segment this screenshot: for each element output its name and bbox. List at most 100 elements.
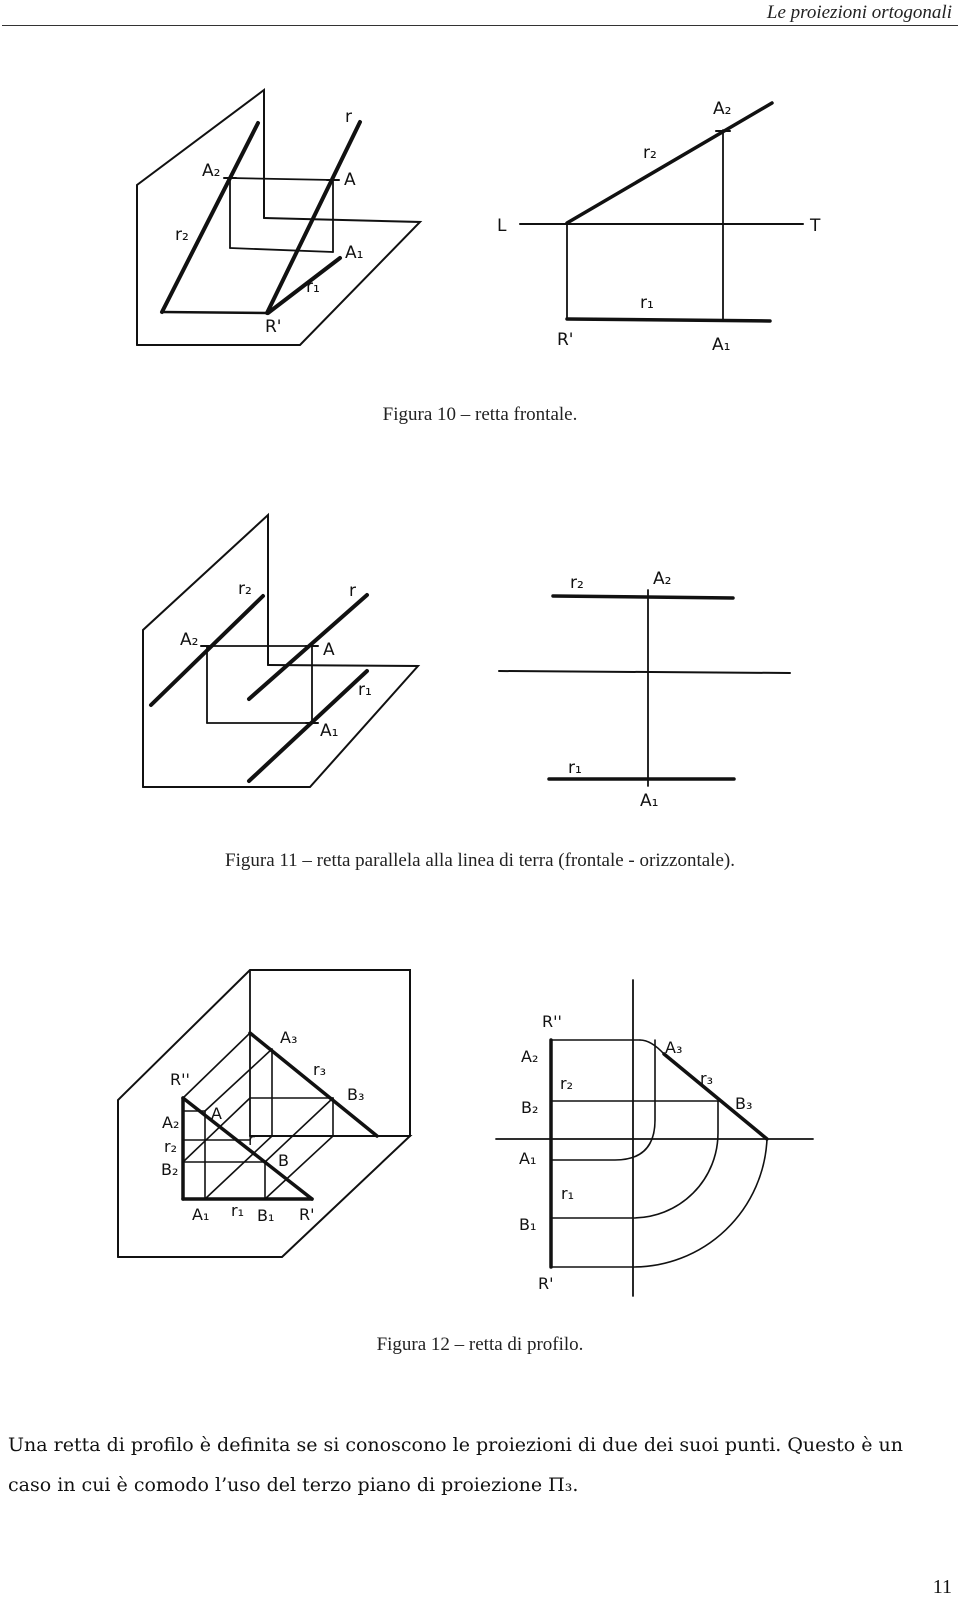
label-r1: r₁ xyxy=(231,1201,244,1220)
label-a2: A₂ xyxy=(180,630,198,650)
horizontal-plane-outline xyxy=(117,1135,413,1258)
label-r-prime: R' xyxy=(265,317,282,337)
horizontal-plane-outline xyxy=(136,217,423,346)
body-paragraph: Una retta di profilo è definita se si co… xyxy=(8,1425,956,1505)
figure-10-perspective-labels: r A₂ A r₂ A₁ r₁ R' xyxy=(175,107,363,337)
label-r: r xyxy=(345,107,352,127)
label-a2: A₂ xyxy=(162,1113,179,1132)
label-a1-ortho: A₁ xyxy=(519,1149,536,1168)
label-r-double-prime: R'' xyxy=(170,1070,190,1089)
figure-10-orthographic xyxy=(519,101,804,323)
arc-b xyxy=(550,1100,719,1219)
label-b3: B₃ xyxy=(347,1085,364,1104)
label-r-prime-ortho: R' xyxy=(557,330,574,350)
label-a1-ortho: A₁ xyxy=(712,335,730,355)
label-t: T xyxy=(809,216,821,236)
line-r xyxy=(265,120,362,315)
label-r1-ortho: r₁ xyxy=(561,1184,574,1203)
label-b2-ortho: B₂ xyxy=(521,1098,538,1117)
page-header: Le proiezioni ortogonali xyxy=(0,0,960,26)
label-a: A xyxy=(344,170,356,190)
conn-b2 xyxy=(182,1097,251,1163)
conn-a-a3 xyxy=(204,1048,273,1112)
label-b1-ortho: B₁ xyxy=(519,1215,536,1234)
figure-10-perspective xyxy=(136,88,423,346)
line-r1 xyxy=(247,669,369,783)
label-a3-ortho: A₃ xyxy=(665,1038,682,1057)
header-rule xyxy=(2,25,958,26)
label-r2: r₂ xyxy=(164,1137,177,1156)
label-r-prime-ortho: R' xyxy=(538,1274,554,1293)
conn-r2-top xyxy=(182,1032,251,1099)
arc-a xyxy=(550,1039,656,1161)
label-a1: A₁ xyxy=(345,243,363,263)
label-a2-ortho: A₂ xyxy=(521,1047,538,1066)
arc-r xyxy=(550,1138,768,1268)
label-r1-ortho: r₁ xyxy=(568,758,582,778)
label-r-prime: R' xyxy=(299,1205,315,1224)
figure-12: A₃ r₃ B₃ R'' A A₂ r₂ r B B₂ A₁ r₁ B₁ R' … xyxy=(117,969,814,1297)
figure-11-perspective-labels: r₂ r A₂ A r₁ A₁ xyxy=(180,579,372,741)
figure-11-orthographic-labels: r₂ A₂ r₁ A₁ xyxy=(568,569,671,811)
label-l: L xyxy=(497,216,507,236)
figure-12-orthographic xyxy=(495,979,814,1297)
figure-11: r₂ r A₂ A r₁ A₁ r₂ A₂ r₁ A₁ xyxy=(142,512,791,811)
label-r-double-prime-ortho: R'' xyxy=(542,1012,562,1031)
label-a1: A₁ xyxy=(320,721,338,741)
label-r3: r₃ xyxy=(313,1060,326,1079)
figure-10-caption: Figura 10 – retta frontale. xyxy=(382,404,578,425)
label-a2-ortho: A₂ xyxy=(653,569,671,589)
vertical-plane-outline xyxy=(142,512,269,788)
figure-12-caption: Figura 12 – retta di profilo. xyxy=(376,1334,584,1355)
horizontal-plane-outline xyxy=(142,664,421,788)
conn-b1 xyxy=(264,1135,334,1200)
trace-line xyxy=(160,310,270,315)
label-b2: B₂ xyxy=(161,1160,178,1179)
figure-11-caption: Figura 11 – retta parallela alla linea d… xyxy=(225,850,735,871)
ground-line xyxy=(498,670,791,674)
line-r2-proj xyxy=(565,101,774,225)
vertical-plane-outline xyxy=(136,88,265,346)
page-number: 11 xyxy=(932,1576,952,1598)
label-r2: r₂ xyxy=(238,579,252,599)
label-r1: r₁ xyxy=(358,680,372,700)
figure-10-orthographic-labels: A₂ r₂ L T r₁ R' A₁ xyxy=(497,99,821,355)
figure-11-orthographic xyxy=(498,589,791,787)
label-r: r xyxy=(349,581,356,601)
label-a1: A₁ xyxy=(192,1205,209,1224)
label-r3-ortho: r₃ xyxy=(700,1069,713,1088)
paragraph-line-2: caso in cui è comodo l’uso del terzo pia… xyxy=(8,1474,579,1496)
line-r3-proj xyxy=(662,1052,769,1141)
label-a: A xyxy=(211,1104,222,1123)
conn-b-b3 xyxy=(264,1097,334,1163)
label-b1: B₁ xyxy=(257,1206,274,1225)
label-r2: r₂ xyxy=(175,225,189,245)
label-r1-ortho: r₁ xyxy=(640,293,654,313)
header-title: Le proiezioni ortogonali xyxy=(766,2,952,23)
figure-11-perspective xyxy=(142,512,421,788)
line-r1 xyxy=(266,256,342,315)
label-b3-ortho: B₃ xyxy=(735,1094,752,1113)
label-r2-ortho: r₂ xyxy=(570,573,584,593)
figure-10: r A₂ A r₂ A₁ r₁ R' A₂ r₂ L T r₁ R' A₁ xyxy=(136,88,821,355)
proj-a1-base xyxy=(229,247,334,253)
label-b: B xyxy=(278,1151,289,1170)
label-a2: A₂ xyxy=(202,161,220,181)
label-r2-ortho: r₂ xyxy=(643,143,657,163)
paragraph-line-1: Una retta di profilo è definita se si co… xyxy=(8,1434,904,1456)
label-r2-ortho: r₂ xyxy=(560,1074,573,1093)
line-r2 xyxy=(160,121,260,314)
label-a: A xyxy=(323,640,335,660)
conn-a1 xyxy=(204,1135,273,1200)
figure-12-perspective-labels: A₃ r₃ B₃ R'' A A₂ r₂ r B B₂ A₁ r₁ B₁ R' xyxy=(161,1028,364,1225)
line-r2-proj xyxy=(551,594,735,600)
label-a1-ortho: A₁ xyxy=(640,791,658,811)
a2-to-a3 xyxy=(639,1039,665,1055)
label-r1: r₁ xyxy=(306,277,320,297)
label-a3: A₃ xyxy=(280,1028,297,1047)
figure-12-perspective xyxy=(117,969,413,1258)
label-r: r xyxy=(248,1130,255,1149)
proj-a-a2 xyxy=(229,177,334,181)
label-a2-ortho: A₂ xyxy=(713,99,731,119)
figure-12-orthographic-labels: R'' A₂ A₃ r₂ r₃ B₂ B₃ A₁ r₁ B₁ R' xyxy=(519,1012,752,1293)
